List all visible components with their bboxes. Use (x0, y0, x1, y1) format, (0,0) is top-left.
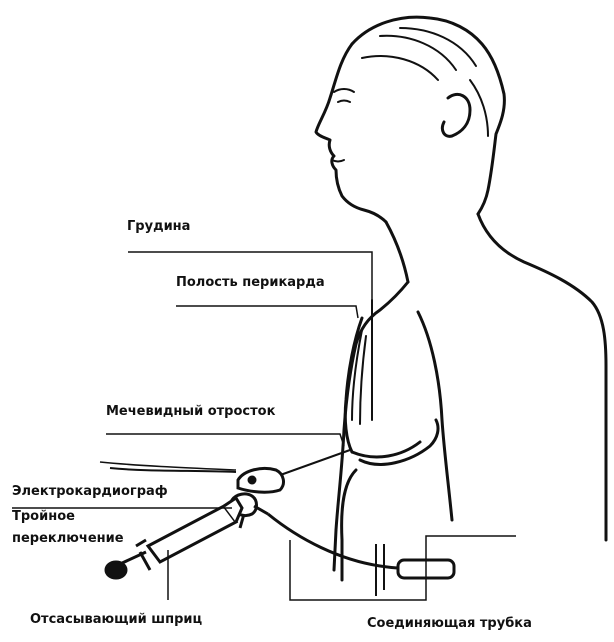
syringe-barrel (148, 506, 236, 562)
label-three-way-line1: Тройное (12, 509, 75, 525)
torso-side (418, 312, 452, 520)
label-sternum: Грудина (127, 219, 190, 235)
eye (338, 101, 350, 103)
label-pericardial-cavity: Полость перикарда (176, 275, 325, 291)
syringe-thumb-rest (106, 562, 126, 578)
needle (272, 450, 350, 478)
label-aspiration-syringe: Отсасывающий шприц (30, 612, 202, 628)
neck-front (386, 222, 408, 282)
leader-lines (12, 252, 516, 600)
syringe (106, 498, 242, 578)
leader-xiphoid (106, 434, 344, 446)
hair-strand-2 (400, 28, 476, 66)
label-connecting-tube: Соединяющая трубка (367, 616, 532, 632)
mouth (332, 160, 344, 162)
label-three-way-line2: переключение (12, 531, 124, 547)
needle-hub (238, 468, 283, 492)
label-electrocardiograph: Электрокардиограф (12, 484, 168, 500)
abdomen-line-1 (334, 530, 336, 570)
ear (442, 94, 470, 136)
face-profile (316, 44, 386, 222)
chest-outline (356, 282, 408, 344)
ribcage-arc-lower (342, 470, 356, 540)
label-xiphoid-process: Мечевидный отросток (106, 404, 275, 420)
heart-line-2 (360, 336, 366, 424)
leader-pericardium (176, 306, 358, 318)
hair-strand-4 (470, 80, 488, 136)
eyebrow (334, 89, 354, 92)
neck-back-shoulder (478, 214, 606, 540)
ribcage-arc-inner (352, 442, 420, 457)
hair-strand-3 (362, 56, 438, 80)
